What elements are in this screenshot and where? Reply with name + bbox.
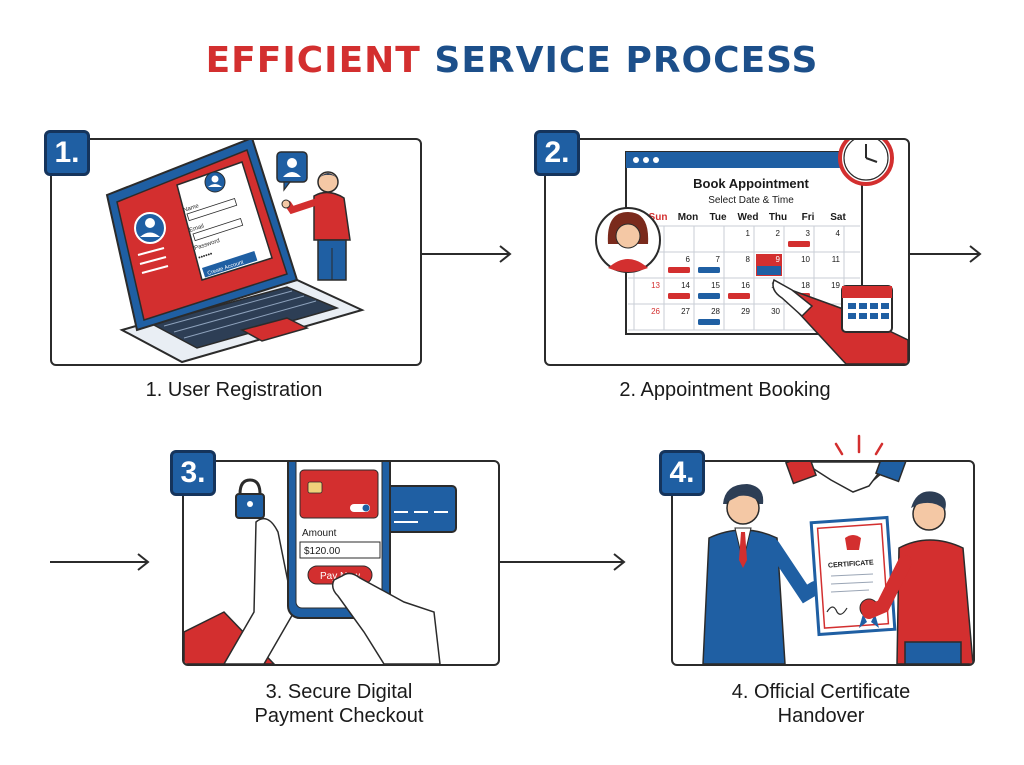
step-4-badge: 4. [659,450,705,496]
customer-figure [862,491,973,664]
calendar-date[interactable]: 7 [716,255,721,264]
calendar-appointment-marker[interactable] [698,293,720,299]
step-1-badge: 1. [44,130,90,176]
customer-avatar [595,207,661,273]
payment-illustration: Amount $120.00 Pay Now [184,462,457,664]
calendar-subtitle: Select Date & Time [708,195,794,206]
step-1-caption-text: 1. User Registration [145,379,323,401]
calendar-day-header: Tue [709,212,726,223]
calendar-date[interactable]: 6 [686,255,691,264]
calendar-day-header: Mon [678,212,699,223]
calendar-date[interactable]: 11 [832,255,841,264]
signature [826,606,848,615]
certificate-title: CERTIFICATE [828,559,874,569]
amount-value: $120.00 [304,546,341,557]
calendar-appointment-marker[interactable] [698,319,720,325]
calendar-date[interactable]: 3 [806,229,811,238]
calendar-date[interactable]: 26 [651,307,660,316]
tapping-hand [331,572,441,664]
calendar-date[interactable]: 28 [711,307,720,316]
amount-label: Amount [302,528,337,539]
calendar-titlebar [626,152,862,168]
calendar-date[interactable]: 9 [776,255,781,264]
person-figure [281,171,351,281]
calendar-day-header: Sun [649,212,668,223]
calendar-appointment-marker[interactable] [728,293,750,299]
sparkle-lines [834,434,884,456]
calendar-appointment-marker[interactable] [668,293,690,299]
calendar-icon [841,285,893,333]
calendar-date[interactable]: 16 [741,281,750,290]
title-word-service-process: SERVICE PROCESS [434,40,819,81]
calendar-title: Book Appointment [693,176,809,191]
calendar-appointment-marker[interactable] [788,241,810,247]
calendar-day-header: Thu [769,212,787,223]
step-4-caption-line1: 4. Official Certificate [731,681,911,703]
calendar-date[interactable]: 18 [801,281,810,290]
certificate-illustration: CERTIFICATE [702,462,973,664]
step-1-caption: 1. User Registration [50,378,418,402]
calendar-day-header: Sat [830,212,846,223]
page-title: EFFICIENT SERVICE PROCESS [0,40,1024,81]
clock-icon [838,140,894,186]
step-3-panel: Amount $120.00 Pay Now [182,460,500,666]
calendar-date[interactable]: 13 [651,281,660,290]
certificate-document: CERTIFICATE [809,515,897,637]
step-2-caption-text: 2. Appointment Booking [619,379,831,401]
arrow-in-to-3 [50,553,150,571]
step-4-panel: CERTIFICATE [671,460,975,666]
calendar-date[interactable]: 27 [681,307,690,316]
create-account-button[interactable] [202,251,258,278]
registration-illustration: Name Email Password •••••• Create Accoun… [105,140,365,364]
calendar-day-header: Fri [802,212,815,223]
credit-card-icon [383,485,457,533]
title-word-efficient: EFFICIENT [205,40,421,81]
businessman-figure [702,484,822,664]
calendar-date[interactable]: 15 [711,281,720,290]
registration-form [176,161,273,281]
step-4-caption: 4. Official Certificate Handover [671,680,971,728]
step-3-caption: 3. Secure Digital Payment Checkout [182,680,496,728]
form-password-field[interactable]: •••••• [197,251,214,262]
step-3-caption-line2: Payment Checkout [254,705,424,727]
step-3-badge: 3. [170,450,216,496]
calendar-date[interactable]: 1 [746,229,751,238]
calendar-date[interactable]: 10 [801,255,810,264]
step-2-badge: 2. [534,130,580,176]
form-email-field[interactable] [192,218,244,242]
calendar-appointment-marker[interactable] [698,267,720,273]
calendar-date[interactable]: 8 [746,255,751,264]
calendar-date[interactable]: 14 [681,281,690,290]
calendar-date[interactable]: 29 [741,307,750,316]
form-name-field[interactable] [186,198,238,222]
calendar-appointment-marker[interactable] [668,267,690,273]
form-email-label: Email [189,224,205,234]
laptop-touchpad [240,317,310,342]
calendar-date[interactable]: 2 [776,229,781,238]
calendar-date[interactable]: 4 [836,229,841,238]
arrow-3-to-4 [498,553,626,571]
calendar-date[interactable]: 19 [831,281,840,290]
laptop-keyboard [149,286,340,349]
step-4-caption-line2: Handover [777,705,865,727]
lock-icon [235,478,265,519]
step-2-panel: Book Appointment Select Date & Time Sun M… [544,138,910,366]
calendar-date[interactable]: 30 [771,307,780,316]
arrow-1-to-2 [420,245,512,263]
calendar-day-header: Wed [738,212,759,223]
form-name-label: Name [183,203,201,214]
calendar-appointment-marker[interactable] [758,267,780,273]
step-3-caption-line1: 3. Secure Digital [265,681,413,703]
step-1-panel: Name Email Password •••••• Create Accoun… [50,138,422,366]
booking-illustration: Book Appointment Select Date & Time Sun M… [595,140,908,364]
arrow-2-out [908,245,982,263]
handshake-icon [785,462,907,493]
amount-field[interactable] [299,541,381,559]
step-2-caption: 2. Appointment Booking [544,378,906,402]
